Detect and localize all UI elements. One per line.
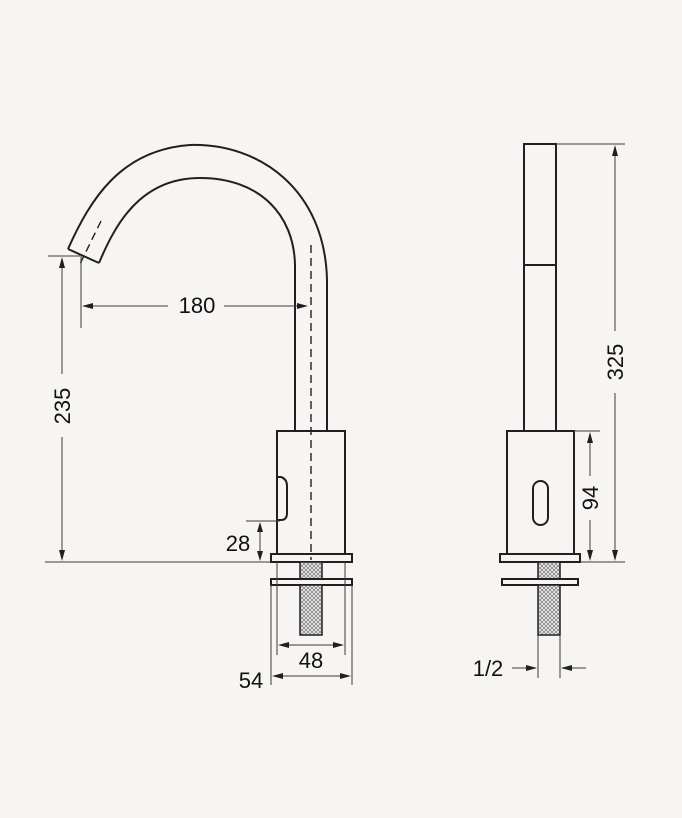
side-view: 235 180 28 48 54 — [45, 143, 353, 693]
washer-front — [501, 578, 579, 586]
arrow-right — [526, 665, 537, 671]
thread-lower — [299, 584, 323, 636]
thread-lower-front — [537, 584, 561, 636]
dim-sensor-height: 28 — [226, 531, 250, 556]
arrow-down — [612, 550, 618, 561]
dim-48-extension — [276, 562, 346, 655]
dim-54-extension — [270, 585, 353, 685]
arrow-up — [587, 432, 593, 443]
dim-spout-height: 235 — [50, 388, 75, 425]
dim-body-width-inner: 48 — [299, 648, 323, 673]
thread-upper — [299, 561, 323, 580]
spout-outer-curve — [67, 143, 328, 431]
arrow-left — [82, 303, 93, 309]
outlet-centerline — [78, 220, 102, 267]
dim-spout-reach: 180 — [179, 293, 216, 318]
sensor-window-front — [532, 480, 549, 526]
front-view: 325 94 1/2 — [473, 143, 628, 681]
arrow-right — [297, 303, 308, 309]
sensor-window-side — [277, 476, 288, 521]
arrow-down — [59, 550, 65, 561]
dim-thread-extension — [537, 635, 561, 678]
arrow-up — [612, 145, 618, 156]
dim-body-width-outer: 54 — [239, 668, 263, 693]
arrow-left — [561, 665, 572, 671]
dim-total-height: 325 — [603, 344, 628, 381]
arrow-down — [587, 550, 593, 561]
spout-column — [523, 143, 557, 432]
arrow-left — [272, 673, 283, 679]
arrow-right — [340, 673, 351, 679]
arrow-up — [59, 257, 65, 268]
arrow-right — [333, 642, 344, 648]
arrow-down — [257, 551, 263, 561]
arrow-up — [257, 522, 263, 532]
dim-thread-size: 1/2 — [473, 656, 504, 681]
spout-inner-curve — [98, 176, 296, 431]
base-plate-front — [499, 553, 581, 563]
washer — [270, 578, 353, 586]
dim-body-height: 94 — [578, 486, 603, 510]
arrow-left — [278, 642, 289, 648]
thread-upper-front — [537, 561, 561, 580]
sensor-body-front — [506, 430, 575, 555]
